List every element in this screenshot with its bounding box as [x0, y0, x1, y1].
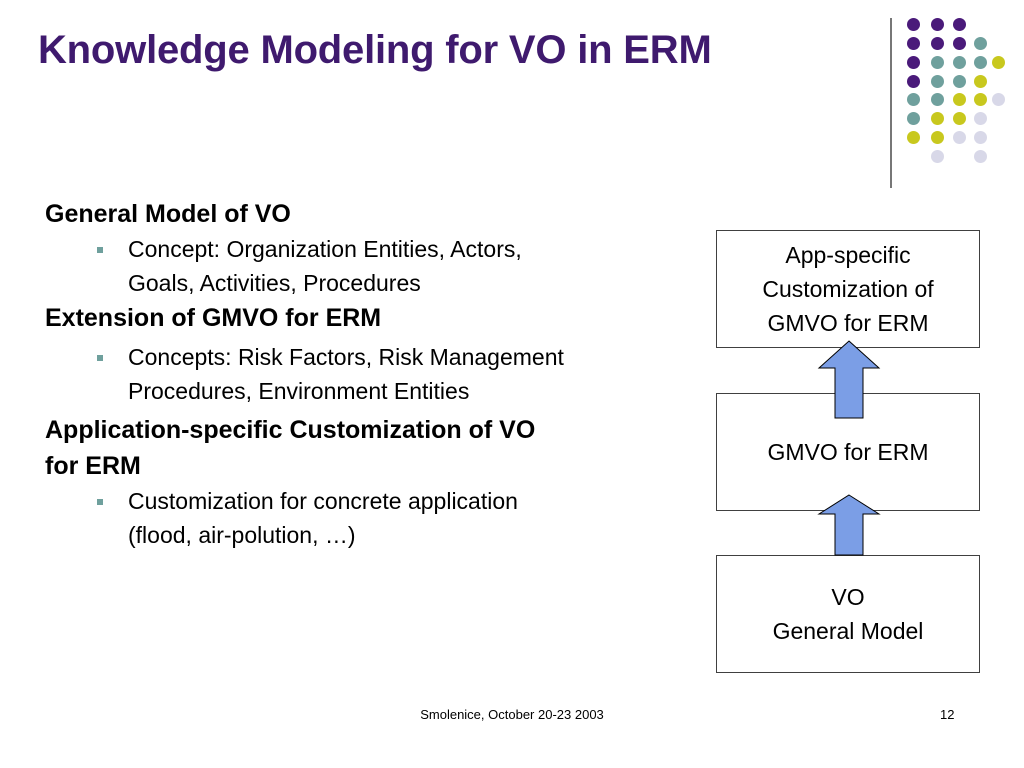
diagram-box-vo-general-model: VO General Model: [716, 555, 980, 673]
decorative-dot: [931, 93, 944, 106]
decorative-dot: [931, 18, 944, 31]
decorative-dot: [974, 112, 987, 125]
decorative-dot: [907, 112, 920, 125]
decorative-dot: [974, 75, 987, 88]
decorative-dot: [931, 56, 944, 69]
footer-text: Smolenice, October 20-23 2003: [420, 707, 604, 722]
decorative-dot: [907, 56, 920, 69]
section-heading-app-specific: Application-specific Customization of VO…: [45, 416, 536, 480]
up-arrow-icon: [817, 494, 881, 556]
decorative-dot: [953, 75, 966, 88]
up-arrow-icon: [817, 340, 881, 419]
decorative-dot: [931, 131, 944, 144]
decorative-dot: [953, 131, 966, 144]
decorative-dot: [931, 75, 944, 88]
section-heading-general-model: General Model of VO: [45, 200, 291, 228]
bullet-marker: [97, 499, 103, 505]
decorative-dot: [931, 37, 944, 50]
decorative-vertical-line: [890, 18, 892, 188]
decorative-dot: [907, 18, 920, 31]
section-heading-extension: Extension of GMVO for ERM: [45, 304, 382, 332]
decorative-dot: [953, 56, 966, 69]
page-number: 12: [940, 707, 955, 722]
bullet-content: General Model of VO Concept: Organizatio…: [45, 196, 685, 552]
decorative-dot: [907, 37, 920, 50]
decorative-dot: [907, 93, 920, 106]
decorative-dot: [907, 131, 920, 144]
decorative-dot: [953, 18, 966, 31]
decorative-dot: [953, 112, 966, 125]
diagram-box-app-specific: App-specific Customization of GMVO for E…: [716, 230, 980, 348]
bullet-item-customization: Customization for concrete application (…: [45, 484, 685, 552]
decorative-dot: [974, 93, 987, 106]
decorative-dot: [992, 93, 1005, 106]
decorative-dot: [974, 131, 987, 144]
slide-title: Knowledge Modeling for VO in ERM: [38, 28, 712, 72]
decorative-dot: [931, 150, 944, 163]
decorative-dot: [931, 112, 944, 125]
decorative-dot: [953, 93, 966, 106]
decorative-dot: [992, 56, 1005, 69]
bullet-marker: [97, 247, 103, 253]
decorative-dot: [907, 75, 920, 88]
bullet-marker: [97, 355, 103, 361]
decorative-dot: [974, 150, 987, 163]
bullet-item-concepts: Concepts: Risk Factors, Risk Management …: [45, 340, 685, 408]
decorative-dot: [974, 56, 987, 69]
bullet-item-concept: Concept: Organization Entities, Actors, …: [45, 232, 685, 300]
decorative-dot: [953, 37, 966, 50]
decorative-dot: [974, 37, 987, 50]
